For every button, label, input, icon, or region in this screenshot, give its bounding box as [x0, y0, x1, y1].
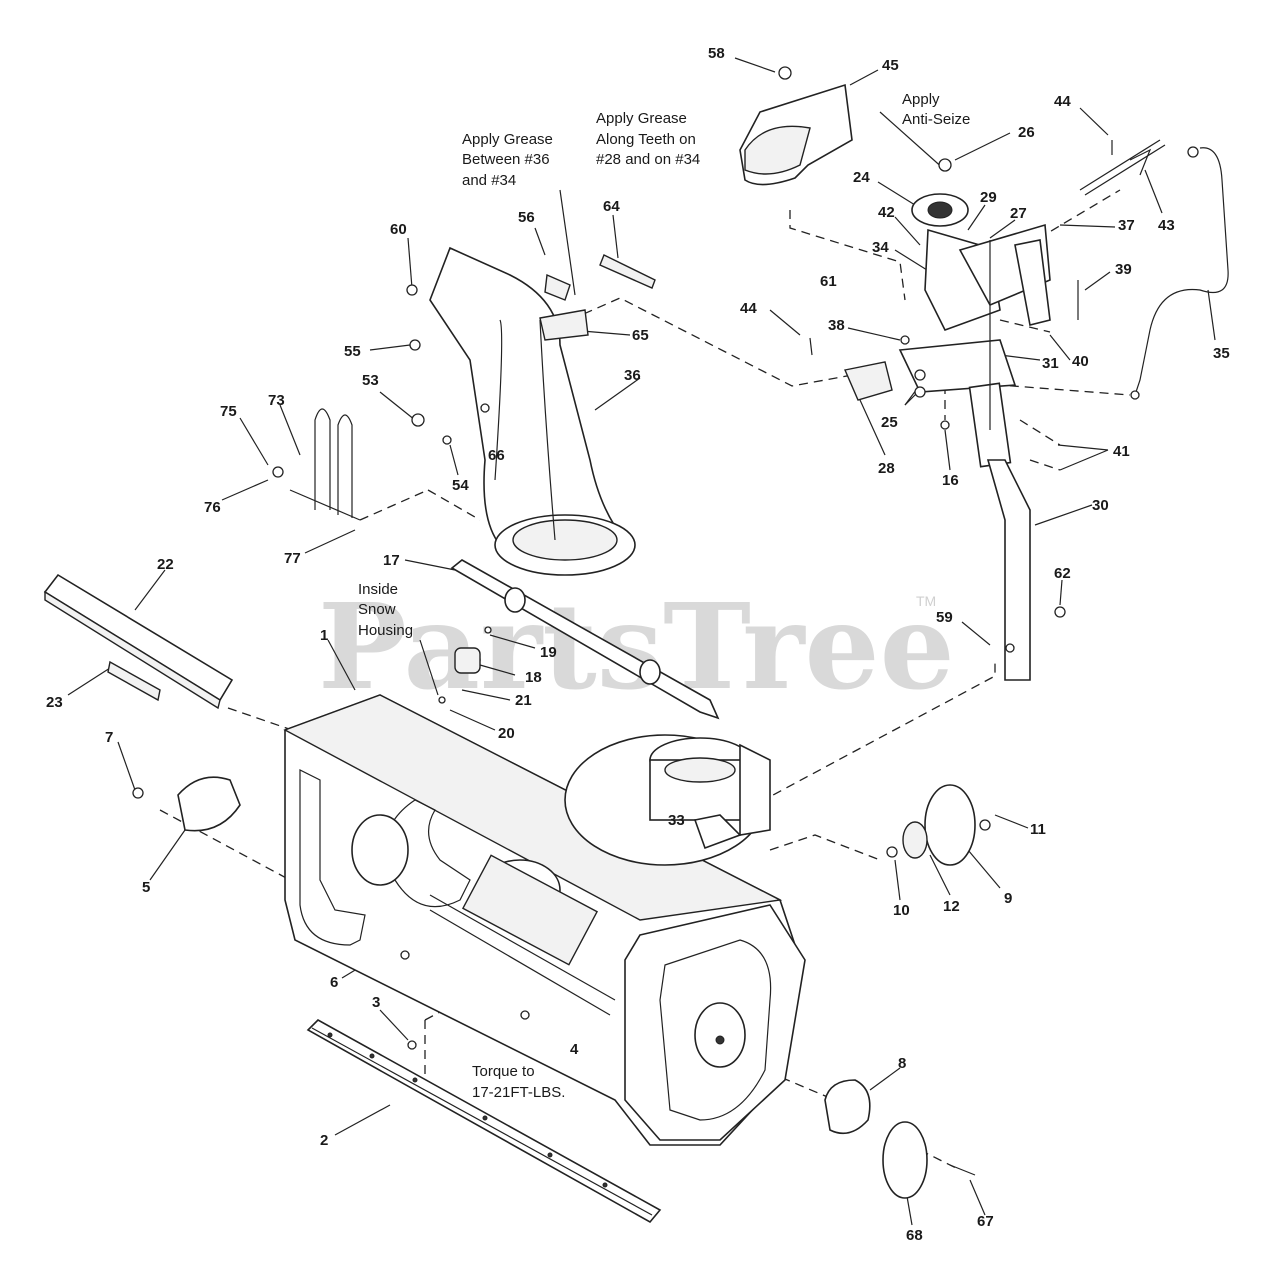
- callout: 75: [220, 403, 237, 420]
- note-grease-teeth-line2: Along Teeth on: [596, 131, 696, 148]
- callout: 27: [1010, 205, 1027, 222]
- callout: 4: [570, 1041, 579, 1058]
- note-anti-seize-line2: Anti-Seize: [902, 111, 970, 128]
- callout: 62: [1054, 565, 1071, 582]
- callout: 40: [1072, 353, 1089, 370]
- note-inside-housing-line3: Housing: [358, 622, 413, 639]
- note-grease-36-34-line3: and #34: [462, 172, 516, 189]
- callout: 20: [498, 725, 515, 742]
- hardware: [400, 66, 1079, 1050]
- callout: 7: [105, 729, 113, 746]
- note-grease-36-34-line1: Apply Grease: [462, 131, 553, 148]
- callout: 16: [942, 472, 959, 489]
- watermark-trademark: TM: [916, 593, 936, 609]
- callout: 28: [878, 460, 895, 477]
- callout: 44: [740, 300, 757, 317]
- callout: 2: [320, 1132, 328, 1149]
- callout: 11: [1030, 821, 1046, 838]
- chute-base: [649, 737, 771, 850]
- callout: 64: [603, 198, 620, 215]
- callout: 9: [1004, 890, 1012, 907]
- callout: 19: [540, 644, 557, 661]
- chute-handle: [272, 408, 361, 521]
- callout: 12: [943, 898, 960, 915]
- callout: 66: [488, 447, 505, 464]
- callout: 38: [828, 317, 845, 334]
- callout: 18: [525, 669, 542, 686]
- callout: 24: [853, 169, 870, 186]
- callout-numbers: 58 45 44 26 24 29 27 42 43 37 60 56 64 3…: [46, 45, 1230, 1244]
- callout: 30: [1092, 497, 1109, 514]
- crank-rod: [809, 139, 1166, 356]
- callout: 3: [372, 994, 380, 1011]
- callout: 33: [668, 812, 685, 829]
- callout: 59: [936, 609, 953, 626]
- callout: 42: [878, 204, 895, 221]
- callout: 76: [204, 499, 221, 516]
- callout: 39: [1115, 261, 1132, 278]
- bearing-parts: [132, 776, 991, 1199]
- callout: 35: [1213, 345, 1230, 362]
- callout: 45: [882, 57, 899, 74]
- callout: 31: [1042, 355, 1059, 372]
- annotation-notes: Apply Grease Between #36 and #34 Apply G…: [358, 91, 970, 1101]
- callout: 73: [268, 392, 285, 409]
- callout: 53: [362, 372, 379, 389]
- callout: 54: [452, 477, 469, 494]
- callout: 43: [1158, 217, 1175, 234]
- note-inside-housing-line1: Inside: [358, 581, 398, 598]
- callout: 68: [906, 1227, 923, 1244]
- callout: 56: [518, 209, 535, 226]
- callout: 5: [142, 879, 150, 896]
- callout: 6: [330, 974, 338, 991]
- callout: 17: [383, 552, 400, 569]
- callout: 1: [320, 627, 328, 644]
- impeller-shaft: [450, 559, 720, 720]
- callout: 58: [708, 45, 725, 62]
- leader-lines: [67, 57, 1216, 1226]
- callout: 37: [1118, 217, 1135, 234]
- callout: 10: [893, 902, 910, 919]
- chute-deflector: [739, 83, 853, 186]
- callout: 26: [1018, 124, 1035, 141]
- callout: 55: [344, 343, 361, 360]
- callout: 60: [390, 221, 407, 238]
- note-torque-line2: 17-21FT-LBS.: [472, 1084, 565, 1101]
- note-grease-36-34-line2: Between #36: [462, 151, 550, 168]
- callout: 22: [157, 556, 174, 573]
- control-cable: [1130, 146, 1229, 400]
- note-torque-line1: Torque to: [472, 1063, 535, 1080]
- discharge-chute: [429, 246, 636, 576]
- callout: 25: [881, 414, 898, 431]
- callout: 29: [980, 189, 997, 206]
- callout: 36: [624, 367, 641, 384]
- callout: 77: [284, 550, 301, 567]
- note-anti-seize-line1: Apply: [902, 91, 940, 108]
- callout: 41: [1113, 443, 1130, 460]
- callout: 61: [820, 273, 837, 290]
- callout: 44: [1054, 93, 1071, 110]
- callout: 8: [898, 1055, 906, 1072]
- note-grease-teeth-line1: Apply Grease: [596, 110, 687, 127]
- watermark: PartsTree: [318, 577, 955, 716]
- callout: 65: [632, 327, 649, 344]
- note-inside-housing-line2: Snow: [358, 601, 396, 618]
- callout: 67: [977, 1213, 994, 1230]
- shave-plate: [43, 573, 234, 710]
- callout: 23: [46, 694, 63, 711]
- callout: 21: [515, 692, 532, 709]
- callout: 34: [872, 239, 889, 256]
- note-grease-teeth-line3: #28 and on #34: [596, 151, 700, 168]
- scraper-bar: [306, 1019, 662, 1224]
